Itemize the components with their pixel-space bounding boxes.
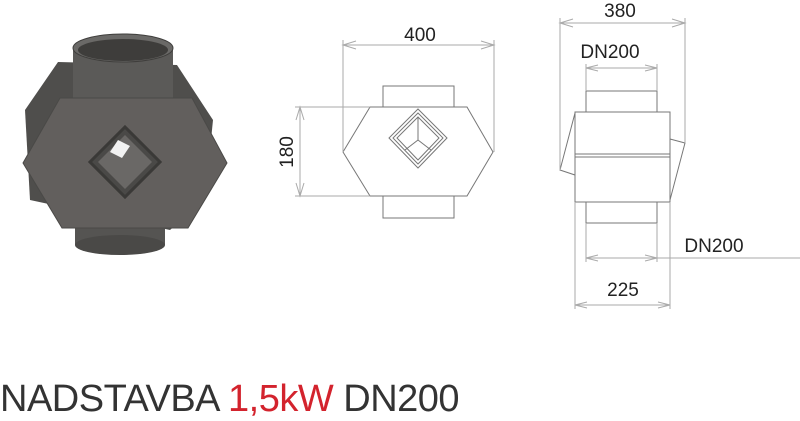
- product-power: 1,5kW: [228, 378, 334, 420]
- product-name: NADSTAVBA: [0, 378, 218, 420]
- product-photo: [22, 33, 228, 255]
- side-bottom-pipe-label: DN200: [684, 236, 743, 257]
- product-size: DN200: [343, 378, 460, 420]
- front-width-label: 400: [404, 25, 436, 46]
- front-view-drawing: [295, 40, 496, 219]
- side-depth-label: 380: [604, 1, 636, 22]
- side-view-drawing: [558, 18, 800, 309]
- front-height-label: 180: [277, 136, 298, 168]
- side-top-pipe-label: DN200: [580, 42, 639, 63]
- product-title: NADSTAVBA 1,5kW DN200: [0, 378, 460, 421]
- side-base-label: 225: [607, 280, 639, 301]
